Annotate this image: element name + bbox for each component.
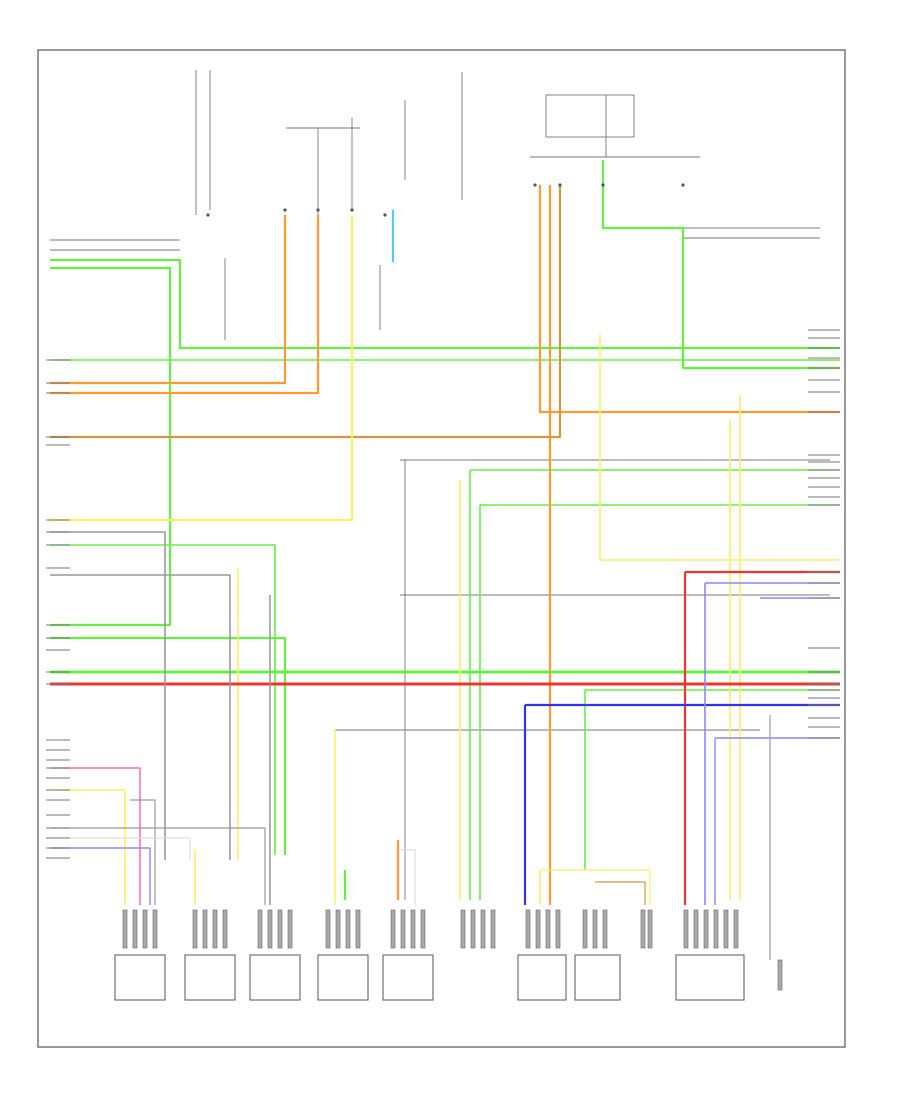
component-5-pin-1 — [390, 909, 396, 949]
component-10-pin-5 — [723, 909, 729, 949]
junction-dot-1 — [206, 213, 210, 217]
component-2-pin-1 — [192, 909, 198, 949]
component-7-pin-3 — [545, 909, 551, 949]
relay-box — [545, 94, 635, 138]
component-7-pin-1 — [525, 909, 531, 949]
component-5-pin-3 — [410, 909, 416, 949]
component-2-pin-4 — [222, 909, 228, 949]
component-1-pin-1 — [122, 909, 128, 949]
wire-orange-1 — [50, 215, 287, 385]
component-4-pin-1 — [325, 909, 331, 949]
component-4-pin-4 — [355, 909, 361, 949]
wire-yellow-7 — [50, 789, 126, 905]
component-2-box — [184, 954, 236, 1001]
wire-green-2 — [50, 266, 172, 627]
wire-gray-2 — [50, 574, 231, 860]
component-3-pin-1 — [257, 909, 263, 949]
component-2-pin-3 — [212, 909, 218, 949]
wire-yellow-1 — [50, 215, 354, 522]
component-6-pin-2 — [470, 909, 476, 949]
component-6-pin-3 — [480, 909, 486, 949]
junction-dot-6 — [533, 183, 537, 187]
component-5-box — [382, 954, 434, 1001]
component-1-box — [114, 954, 166, 1001]
junction-dot-9 — [681, 183, 685, 187]
component-3-box — [249, 954, 301, 1001]
right-sensor-pin — [777, 959, 783, 991]
component-9-pin-1 — [640, 909, 646, 949]
wire-yellow-11 — [540, 869, 651, 905]
wire-violet-5 — [50, 847, 151, 905]
junction-dot-7 — [558, 183, 562, 187]
wire-orange-3 — [538, 185, 840, 414]
wire-pink-1 — [50, 767, 141, 905]
wire-olive-1 — [50, 185, 562, 439]
component-8-pin-1 — [582, 909, 588, 949]
junction-dot-5 — [383, 213, 387, 217]
component-8-box — [574, 954, 621, 1001]
component-10-pin-1 — [683, 909, 689, 949]
component-9-pin-2 — [647, 909, 653, 949]
component-7-box — [517, 954, 567, 1001]
diagram-frame — [37, 49, 846, 1048]
component-10-box — [675, 954, 745, 1001]
wire-light-1 — [50, 837, 191, 860]
component-1-pin-4 — [152, 909, 158, 949]
junction-dot-3 — [316, 208, 320, 212]
component-7-pin-4 — [555, 909, 561, 949]
component-6-pin-1 — [460, 909, 466, 949]
component-1-pin-3 — [142, 909, 148, 949]
wire-green-12 — [50, 544, 276, 855]
component-8-pin-3 — [602, 909, 608, 949]
wire-olive-2 — [595, 881, 646, 905]
wire-green-3 — [601, 160, 840, 370]
junction-dot-4 — [350, 208, 354, 212]
component-5-pin-4 — [420, 909, 426, 949]
junction-dot-2 — [283, 208, 287, 212]
component-4-pin-3 — [345, 909, 351, 949]
component-3-pin-2 — [267, 909, 273, 949]
junction-dot-8 — [601, 183, 605, 187]
wire-green-5 — [50, 636, 287, 855]
component-8-pin-2 — [592, 909, 598, 949]
component-10-pin-4 — [713, 909, 719, 949]
wire-gray-1 — [50, 531, 166, 860]
component-10-pin-6 — [733, 909, 739, 949]
wire-gray-5 — [130, 799, 156, 905]
wire-gray-3 — [50, 827, 266, 905]
component-4-box — [317, 954, 369, 1001]
component-3-pin-3 — [277, 909, 283, 949]
component-1-pin-2 — [132, 909, 138, 949]
component-7-pin-2 — [535, 909, 541, 949]
component-5-pin-2 — [400, 909, 406, 949]
component-3-pin-4 — [287, 909, 293, 949]
wire-green-1 — [50, 258, 840, 350]
wire-orange-2 — [50, 215, 320, 395]
component-10-pin-2 — [693, 909, 699, 949]
wire-yellow-4 — [599, 335, 840, 561]
wire-light-2 — [400, 849, 416, 905]
component-10-pin-3 — [703, 909, 709, 949]
component-4-pin-2 — [335, 909, 341, 949]
component-2-pin-2 — [202, 909, 208, 949]
component-6-pin-4 — [490, 909, 496, 949]
